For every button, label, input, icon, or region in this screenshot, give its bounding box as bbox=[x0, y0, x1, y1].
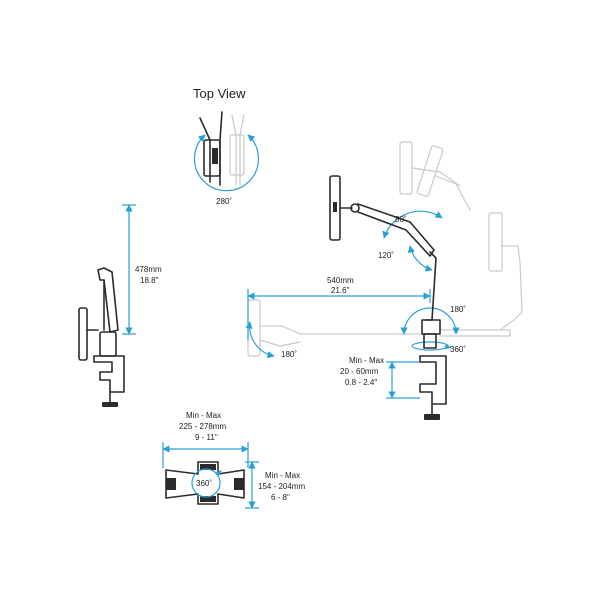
lower-angle-label: 120˚ bbox=[378, 251, 394, 260]
top-view-rotation-arc bbox=[193, 134, 260, 192]
left-holder-angle-arc bbox=[245, 321, 275, 359]
tablet-height-title: Min - Max bbox=[265, 471, 300, 480]
clamp-imperial-label: 0.8 - 2.4" bbox=[345, 378, 377, 387]
tablet-height-metric-label: 154 - 204mm bbox=[258, 482, 305, 491]
width-metric-label: 225 - 278mm bbox=[179, 422, 226, 431]
arm-view: 540mm 21.6" 80˚ 120˚ 180˚ 180˚ 360˚ bbox=[245, 141, 523, 420]
width-imperial-label: 9 - 11" bbox=[195, 433, 218, 442]
holder-rotation-circle bbox=[191, 468, 221, 498]
base-angle-label: 180˚ bbox=[450, 305, 466, 314]
clamp-metric-label: 20 - 60mm bbox=[340, 367, 379, 376]
left-angle-label: 180˚ bbox=[281, 350, 297, 359]
swivel-angle-label: 360˚ bbox=[450, 345, 466, 354]
reach-metric-label: 540mm bbox=[327, 276, 354, 285]
top-view-title: Top View bbox=[193, 86, 246, 101]
tablet-height-imperial-label: 6 - 8" bbox=[271, 493, 290, 502]
top-view-mount bbox=[199, 111, 223, 186]
base-angle-arc bbox=[400, 307, 460, 335]
arm-lower-angle-arc bbox=[407, 245, 433, 272]
reach-imperial-label: 21.6" bbox=[331, 286, 350, 295]
side-view: 478mm 18.8" bbox=[78, 204, 162, 407]
arm-upper-angle-arc bbox=[382, 210, 443, 239]
height-imperial-label: 18.8" bbox=[140, 276, 159, 285]
width-title: Min - Max bbox=[186, 411, 221, 420]
arm-ghost-positions bbox=[247, 141, 523, 357]
tablet-holder: 360˚ bbox=[165, 461, 245, 505]
top-view-ghost-mount bbox=[229, 114, 245, 186]
arm-mount bbox=[329, 175, 447, 420]
top-view: Top View 280˚ bbox=[193, 86, 260, 206]
height-metric-label: 478mm bbox=[135, 265, 162, 274]
clamp-title: Min - Max bbox=[349, 356, 384, 365]
tablet-holder-view: Min - Max 225 - 278mm 9 - 11" 360˚ Min -… bbox=[162, 411, 305, 509]
side-view-mount bbox=[78, 267, 125, 407]
top-view-rotation-label: 280˚ bbox=[216, 197, 232, 206]
holder-rotation-label: 360˚ bbox=[196, 479, 212, 488]
